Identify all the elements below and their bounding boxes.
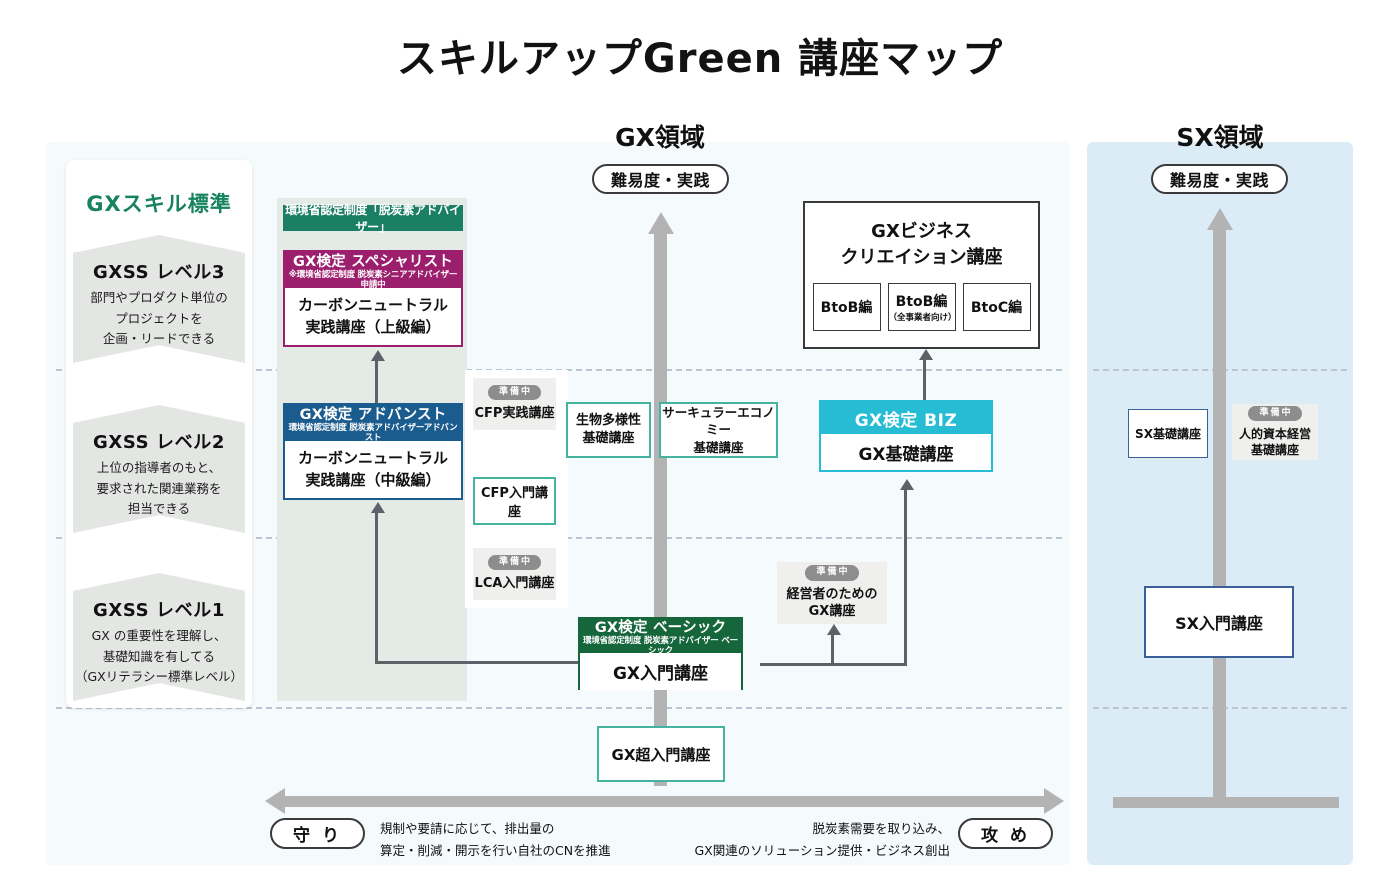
cfp-practice-card[interactable]: 準備中 CFP実践講座 [473,378,556,430]
connector-gxbasic-to-business [923,359,926,405]
skill-level-2-desc: 上位の指導者のもと、 要求された関連業務を 担当できる [96,460,222,517]
skill-level-3-chevron [73,235,245,363]
gx-advanced-header: GX検定 アドバンスト [299,407,447,424]
gx-super-intro-card[interactable]: GX超入門講座 [597,726,725,782]
gx-biz-body: GX基礎講座 [821,434,991,470]
connector-basic-to-manager [831,634,834,663]
cfp-intro-card[interactable]: CFP入門講座 [473,477,556,525]
gx-basic-body: GX入門講座 [580,653,741,690]
skill-level-2-name: GXSS レベル2 [93,432,225,453]
connector-basic-to-advanced-head [371,502,385,513]
lca-intro-card[interactable]: 準備中 LCA入門講座 [473,548,556,600]
connector-gxbasic-to-business-head [919,349,933,360]
gx-skill-standard-title: GXスキル標準 [86,192,232,216]
connector-advanced-to-specialist [375,360,378,403]
gx-basic-card[interactable]: GX検定 ベーシック 環境省認定制度 脱炭素アドバイザー ベーシック GX入門講… [578,617,743,690]
connector-advanced-to-specialist-head [371,350,385,361]
bottom-axis-right-pill: 攻 め [958,818,1053,849]
circular-economy-card[interactable]: サーキュラーエコノミー 基礎講座 [659,402,778,458]
skill-level-1-chevron [73,573,245,701]
sx-basic-title: SX基礎講座 [1135,427,1201,441]
sx-difficulty-pill: 難易度・実践 [1151,164,1288,194]
bottom-axis-left-arrowhead [265,788,285,814]
gx-business-creation-card[interactable]: GXビジネス クリエイション講座 BtoB編 BtoB編 （全事業者向け） Bt… [803,201,1040,349]
biodiversity-card[interactable]: 生物多様性 基礎講座 [566,402,651,458]
gx-business-creation-item-btoc[interactable]: BtoC編 [962,283,1031,332]
gx-advanced-subheader: 環境省認定制度 脱炭素アドバイザーアドバンスト [288,423,458,443]
sx-intro-card[interactable]: SX入門講座 [1144,586,1294,658]
sx-difficulty-arrow-shaft [1213,229,1226,802]
skill-level-2-chevron [73,405,245,533]
gx-specialist-header: GX検定 スペシャリスト [292,254,453,271]
page-title: スキルアップGreen 講座マップ [396,36,1004,82]
manager-gx-card[interactable]: 準備中 経営者のための GX講座 [777,562,887,624]
sx-difficulty-arrowhead [1207,208,1233,230]
bottom-axis-left-pill: 守 り [270,818,365,849]
lca-intro-prep-badge: 準備中 [487,555,541,571]
connector-basic-to-manager-head [827,624,841,635]
cfp-practice-title: CFP実践講座 [474,406,555,422]
gx-basic-header: GX検定 ベーシック [594,620,727,637]
cfp-intro-title: CFP入門講座 [481,486,548,520]
bottom-axis-right-arrowhead [1044,788,1064,814]
moe-certification-banner-label: 環境省認定制度「脱炭素アドバイザー」 [285,203,461,234]
bottom-axis-left-note: 規制や要請に応じて、排出量の 算定・削減・開示を行い自社のCNを推進 [380,821,611,858]
connector-basic-to-gxbasic-head [900,479,914,490]
connector-basic-to-gxbasic-vertical [904,489,907,666]
gx-business-creation-item-btob-all-sub: （全事業者向け） [888,313,957,324]
gx-biz-card[interactable]: GX検定 BIZ GX基礎講座 [819,400,993,472]
manager-gx-prep-badge: 準備中 [805,565,859,581]
gx-business-creation-item-btob[interactable]: BtoB編 [812,283,881,332]
gx-business-creation-item-btob-all[interactable]: BtoB編 （全事業者向け） [887,283,957,332]
gx-difficulty-pill: 難易度・実践 [592,164,729,194]
connector-basic-to-advanced-vertical [375,512,378,664]
gx-specialist-body: カーボンニュートラル 実践講座（上級編） [285,288,461,345]
sx-basic-card[interactable]: SX基礎講座 [1128,409,1208,458]
cfp-practice-prep-badge: 準備中 [487,385,541,401]
sx-intro-title: SX入門講座 [1175,614,1263,633]
skill-level-3-desc: 部門やプロダクト単位の プロジェクトを 企画・リードできる [90,290,228,347]
human-capital-title: 人的資本経営 基礎講座 [1238,426,1311,458]
gx-advanced-body: カーボンニュートラル 実践講座（中級編） [285,441,461,498]
gx-difficulty-arrowhead [648,212,674,234]
skill-level-1-name: GXSS レベル1 [93,600,225,621]
bottom-axis-bar [284,796,1045,807]
gx-business-creation-title: GXビジネス クリエイション講座 [840,221,1003,269]
moe-certification-banner: 環境省認定制度「脱炭素アドバイザー」 [283,203,463,234]
sx-region-title: SX領域 [1176,123,1264,152]
gx-advanced-card[interactable]: GX検定 アドバンスト 環境省認定制度 脱炭素アドバイザーアドバンスト カーボン… [283,403,463,500]
connector-basic-to-gxbasic-horizontal [760,663,907,666]
bottom-axis-right-note: 脱炭素需要を取り込み、 GX関連のソリューション提供・ビジネス創出 [694,821,950,858]
gx-specialist-subheader: ※環境省認定制度 脱炭素シニアアドバイザー 申請中 [288,270,458,290]
manager-gx-title: 経営者のための GX講座 [786,586,878,620]
gx-business-creation-item-btob-label: BtoB編 [820,300,873,317]
sx-base-bar [1113,797,1339,808]
gx-super-intro-title: GX超入門講座 [611,745,711,764]
connector-basic-to-advanced-horizontal [375,661,580,664]
gx-basic-subheader: 環境省認定制度 脱炭素アドバイザー ベーシック [583,636,738,656]
skill-level-1-desc: GX の重要性を理解し、 基礎知識を有してる （GXリテラシー標準レベル） [74,628,243,685]
skill-level-3-name: GXSS レベル3 [93,262,225,283]
gx-region-title: GX領域 [615,123,705,152]
lca-intro-title: LCA入門講座 [474,576,555,592]
human-capital-prep-badge: 準備中 [1248,405,1302,421]
gx-specialist-card[interactable]: GX検定 スペシャリスト ※環境省認定制度 脱炭素シニアアドバイザー 申請中 カ… [283,250,463,347]
level-divider-1-base [56,707,1062,709]
gx-business-creation-item-btob-all-label: BtoB編 [895,294,948,311]
gx-business-creation-item-btoc-label: BtoC編 [970,300,1023,317]
gx-difficulty-arrow-shaft [654,233,667,786]
gx-biz-header: GX検定 BIZ [854,410,958,431]
human-capital-card[interactable]: 準備中 人的資本経営 基礎講座 [1232,404,1318,460]
